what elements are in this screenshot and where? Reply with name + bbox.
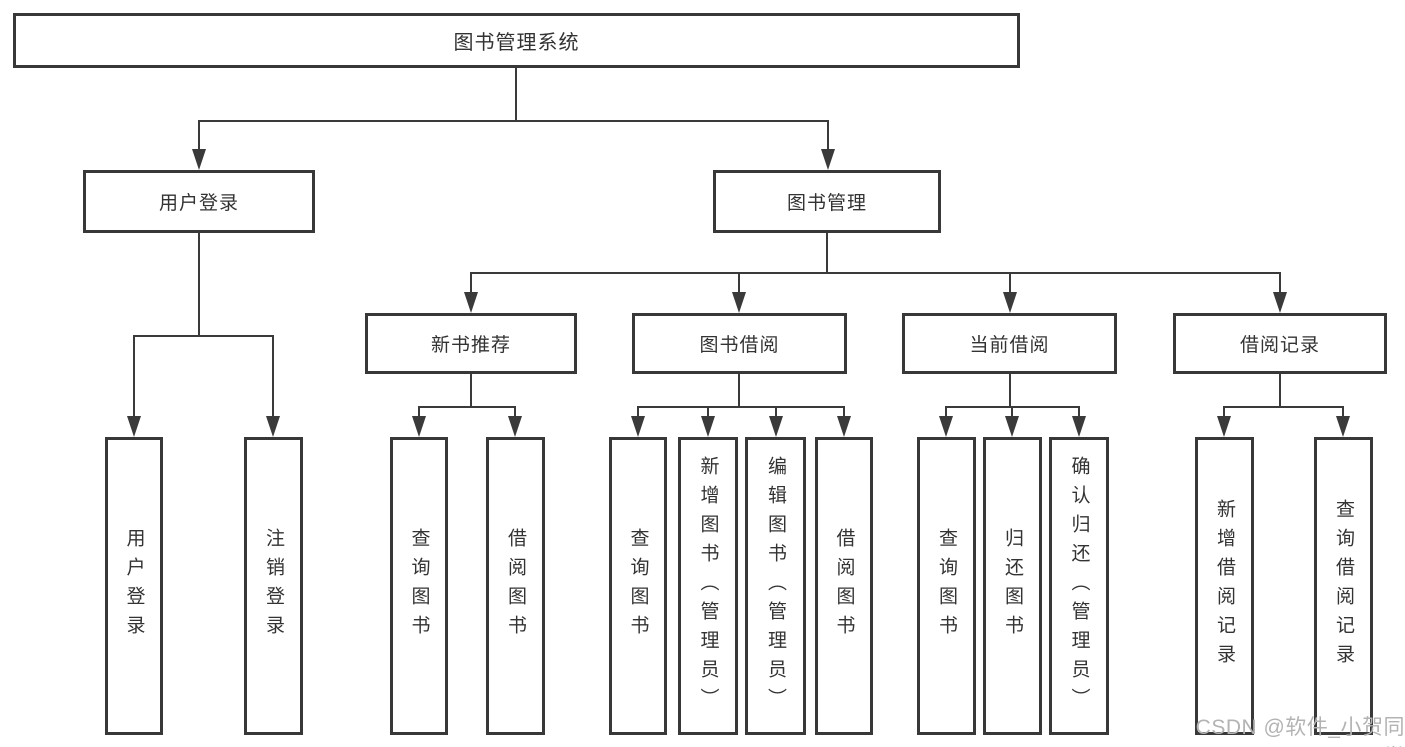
connector-br-bar <box>1223 406 1344 408</box>
connector-cb-stem <box>1009 374 1011 406</box>
leaf-borrow-query-books: 查询图书 <box>609 437 667 735</box>
arrowhead-new-book <box>464 292 478 313</box>
arrowhead-bb-edit <box>769 416 783 437</box>
node-user-login: 用户登录 <box>83 170 315 233</box>
connector-bm-drop-3 <box>1009 272 1011 292</box>
connector-nbr-drop-1 <box>418 406 420 416</box>
leaf-current-query-books-label: 查询图书 <box>936 528 957 644</box>
node-book-borrow: 图书借阅 <box>632 313 847 374</box>
connector-bm-drop-4 <box>1279 272 1281 292</box>
leaf-recommend-borrow-books-label: 借阅图书 <box>505 528 526 644</box>
connector-root-stem <box>515 68 517 120</box>
leaf-current-return-books-label: 归还图书 <box>1002 528 1023 644</box>
connector-bm-drop-1 <box>470 272 472 292</box>
arrowhead-br-query <box>1336 416 1350 437</box>
leaf-borrow-borrow-books-label: 借阅图书 <box>833 528 855 644</box>
connector-root-bar <box>198 120 829 122</box>
watermark: CSDN @软件_小贺同学 <box>1195 716 1405 747</box>
node-book-management: 图书管理 <box>713 170 941 233</box>
connector-bm-drop-2 <box>738 272 740 292</box>
connector-user-login-drop-1 <box>133 335 135 416</box>
leaf-current-confirm-return-admin: 确认归还（管理员） <box>1049 437 1109 735</box>
leaf-user-login: 用户登录 <box>105 437 163 735</box>
leaf-current-return-books: 归还图书 <box>983 437 1042 735</box>
connector-bb-drop-2 <box>707 406 709 416</box>
connector-cb-drop-3 <box>1078 406 1080 416</box>
leaf-records-query-record-label: 查询借阅记录 <box>1333 499 1354 673</box>
connector-user-login-bar <box>133 335 274 337</box>
leaf-logout-label: 注销登录 <box>263 528 284 644</box>
connector-book-management-bar <box>470 272 1281 274</box>
connector-nbr-bar <box>418 406 516 408</box>
arrowhead-leaf-login <box>127 416 141 437</box>
arrowhead-br-add <box>1217 416 1231 437</box>
node-book-borrow-label: 图书借阅 <box>699 335 780 356</box>
arrowhead-bb-borrow <box>837 416 851 437</box>
node-borrow-records: 借阅记录 <box>1173 313 1387 374</box>
arrowhead-borrow-records <box>1273 292 1287 313</box>
connector-bb-drop-4 <box>843 406 845 416</box>
arrowhead-current-borrow <box>1003 292 1017 313</box>
connector-root-drop-right <box>827 120 829 149</box>
arrowhead-cb-confirm <box>1072 416 1086 437</box>
connector-br-stem <box>1279 374 1281 406</box>
leaf-borrow-add-books-admin: 新增图书（管理员） <box>678 437 738 735</box>
leaf-recommend-borrow-books: 借阅图书 <box>486 437 545 735</box>
leaf-user-login-label: 用户登录 <box>123 528 145 644</box>
node-borrow-records-label: 借阅记录 <box>1239 335 1320 356</box>
connector-user-login-stem <box>198 233 200 335</box>
connector-nbr-stem <box>470 374 472 406</box>
connector-user-login-drop-2 <box>272 335 274 416</box>
leaf-current-query-books: 查询图书 <box>917 437 976 735</box>
node-new-book-recommend-label: 新书推荐 <box>430 335 511 356</box>
connector-br-drop-2 <box>1342 406 1344 416</box>
connector-cb-drop-2 <box>1011 406 1013 416</box>
leaf-borrow-add-books-admin-label: 新增图书（管理员） <box>697 455 719 717</box>
leaf-current-confirm-return-admin-label: 确认归还（管理员） <box>1068 455 1090 717</box>
arrowhead-nbr-query <box>412 416 426 437</box>
arrowhead-cb-return <box>1005 416 1019 437</box>
connector-bb-drop-1 <box>637 406 639 416</box>
leaf-logout: 注销登录 <box>244 437 303 735</box>
leaf-records-query-record: 查询借阅记录 <box>1314 437 1373 735</box>
node-user-login-label: 用户登录 <box>158 193 239 214</box>
connector-book-management-stem <box>826 233 828 272</box>
connector-bb-drop-3 <box>775 406 777 416</box>
arrowhead-book-borrow <box>732 292 746 313</box>
leaf-borrow-borrow-books: 借阅图书 <box>815 437 873 735</box>
node-current-borrow: 当前借阅 <box>902 313 1117 374</box>
leaf-recommend-query-books-label: 查询图书 <box>408 528 430 644</box>
arrowhead-cb-query <box>939 416 953 437</box>
arrowhead-nbr-borrow <box>508 416 522 437</box>
connector-bb-bar <box>637 406 845 408</box>
connector-nbr-drop-2 <box>514 406 516 416</box>
connector-root-drop-left <box>198 120 200 149</box>
node-new-book-recommend: 新书推荐 <box>365 313 577 374</box>
leaf-borrow-edit-books-admin: 编辑图书（管理员） <box>745 437 806 735</box>
leaf-records-add-record-label: 新增借阅记录 <box>1214 499 1235 673</box>
leaf-recommend-query-books: 查询图书 <box>390 437 448 735</box>
connector-br-drop-1 <box>1223 406 1225 416</box>
leaf-records-add-record: 新增借阅记录 <box>1195 437 1254 735</box>
arrowhead-book-management <box>821 149 835 170</box>
connector-bb-stem <box>738 374 740 406</box>
arrowhead-leaf-logout <box>266 416 280 437</box>
node-library-system: 图书管理系统 <box>13 13 1020 68</box>
leaf-borrow-edit-books-admin-label: 编辑图书（管理员） <box>765 455 786 717</box>
arrowhead-bb-query <box>631 416 645 437</box>
leaf-borrow-query-books-label: 查询图书 <box>627 528 649 644</box>
node-current-borrow-label: 当前借阅 <box>969 335 1050 356</box>
node-book-management-label: 图书管理 <box>786 193 867 214</box>
arrowhead-bb-add <box>701 416 715 437</box>
node-library-system-label: 图书管理系统 <box>453 32 580 54</box>
arrowhead-user-login <box>192 149 206 170</box>
connector-cb-drop-1 <box>945 406 947 416</box>
